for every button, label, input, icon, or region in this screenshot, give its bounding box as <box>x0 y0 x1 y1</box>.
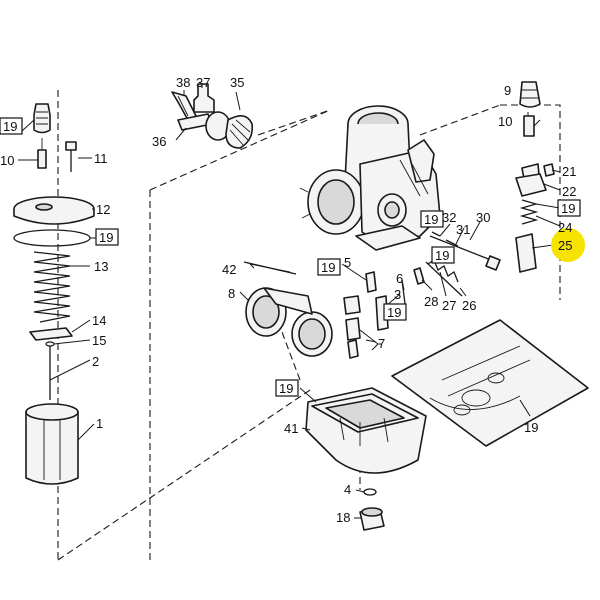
screw-21 <box>543 163 555 177</box>
jet-7b <box>345 317 361 341</box>
label-19-holder: 19 <box>387 305 401 320</box>
screw-26 <box>425 261 463 297</box>
needle-plate <box>29 327 73 341</box>
bracket-22 <box>515 173 547 197</box>
label-12: 12 <box>96 202 110 217</box>
jet-5 <box>365 271 377 293</box>
label-19-kit: 19 <box>524 420 538 435</box>
gasket-ring <box>13 229 91 247</box>
gasket-sheet <box>391 319 589 447</box>
label-24: 24 <box>558 220 572 235</box>
label-11: 11 <box>94 151 108 166</box>
cable-adjuster <box>37 149 47 169</box>
label-7: 7 <box>378 336 385 351</box>
label-31: 31 <box>456 222 470 237</box>
label-8: 8 <box>228 286 235 301</box>
label-19-jet: 19 <box>321 260 335 275</box>
label-10-left: 10 <box>0 153 14 168</box>
label-15: 15 <box>92 333 106 348</box>
label-19-gasket: 19 <box>99 230 113 245</box>
carburetor-body <box>299 105 441 251</box>
label-3: 3 <box>394 287 401 302</box>
cap-and-slide-assembly <box>13 103 95 485</box>
label-28: 28 <box>424 294 438 309</box>
label-35: 35 <box>230 75 244 90</box>
gasket-kit <box>391 319 589 447</box>
jet-7a <box>343 295 361 315</box>
label-18: 18 <box>336 510 350 525</box>
label-36: 36 <box>152 134 166 149</box>
screw <box>65 141 77 151</box>
label-37: 37 <box>196 75 210 90</box>
label-41: 41 <box>284 421 298 436</box>
screw-38 <box>171 91 197 121</box>
label-1: 1 <box>96 416 103 431</box>
float-assembly <box>243 261 333 357</box>
screw-30 <box>429 235 497 263</box>
label-19-cap: 19 <box>3 119 17 134</box>
jet-7c <box>347 339 359 359</box>
choke-plunger-assembly <box>515 81 555 273</box>
label-21: 21 <box>562 164 576 179</box>
boxed-labels: 19 19 19 19 19 19 19 19 <box>0 117 581 397</box>
o-ring-4 <box>363 488 377 496</box>
label-22: 22 <box>562 184 576 199</box>
needle-clip <box>45 341 55 347</box>
screw-31 <box>445 239 459 247</box>
label-30: 30 <box>476 210 490 225</box>
label-38: 38 <box>176 75 190 90</box>
float-bowl <box>305 387 427 474</box>
label-6: 6 <box>396 271 403 286</box>
label-9: 9 <box>504 83 511 98</box>
label-32: 32 <box>442 210 456 225</box>
label-27: 27 <box>442 298 456 313</box>
label-19-body: 19 <box>424 212 438 227</box>
label-10-right: 10 <box>498 114 512 129</box>
label-4: 4 <box>344 482 351 497</box>
adjuster-10 <box>523 115 535 137</box>
throttle-slide <box>25 411 79 485</box>
label-19-bowl: 19 <box>279 381 293 396</box>
label-19-screw: 19 <box>435 248 449 263</box>
disc-35 <box>225 115 254 149</box>
label-19-choke: 19 <box>561 201 575 216</box>
adjuster-screws <box>413 231 501 297</box>
boot-9 <box>519 81 541 108</box>
plunger-25 <box>515 233 537 273</box>
jet-parts <box>343 271 407 359</box>
label-5: 5 <box>344 255 351 270</box>
highlight-circle <box>551 228 585 262</box>
drain-screw <box>359 488 385 531</box>
spring-24 <box>519 199 539 225</box>
label-25: 25 <box>558 238 572 253</box>
washer-28 <box>413 267 425 285</box>
spring <box>33 251 71 323</box>
screw-32 <box>431 231 441 237</box>
label-26: 26 <box>462 298 476 313</box>
label-14: 14 <box>92 313 106 328</box>
label-13: 13 <box>94 259 108 274</box>
label-2: 2 <box>92 354 99 369</box>
label-42: 42 <box>222 262 236 277</box>
part-number-labels: 10 11 12 13 14 15 2 1 38 37 35 36 9 10 2… <box>0 75 576 525</box>
